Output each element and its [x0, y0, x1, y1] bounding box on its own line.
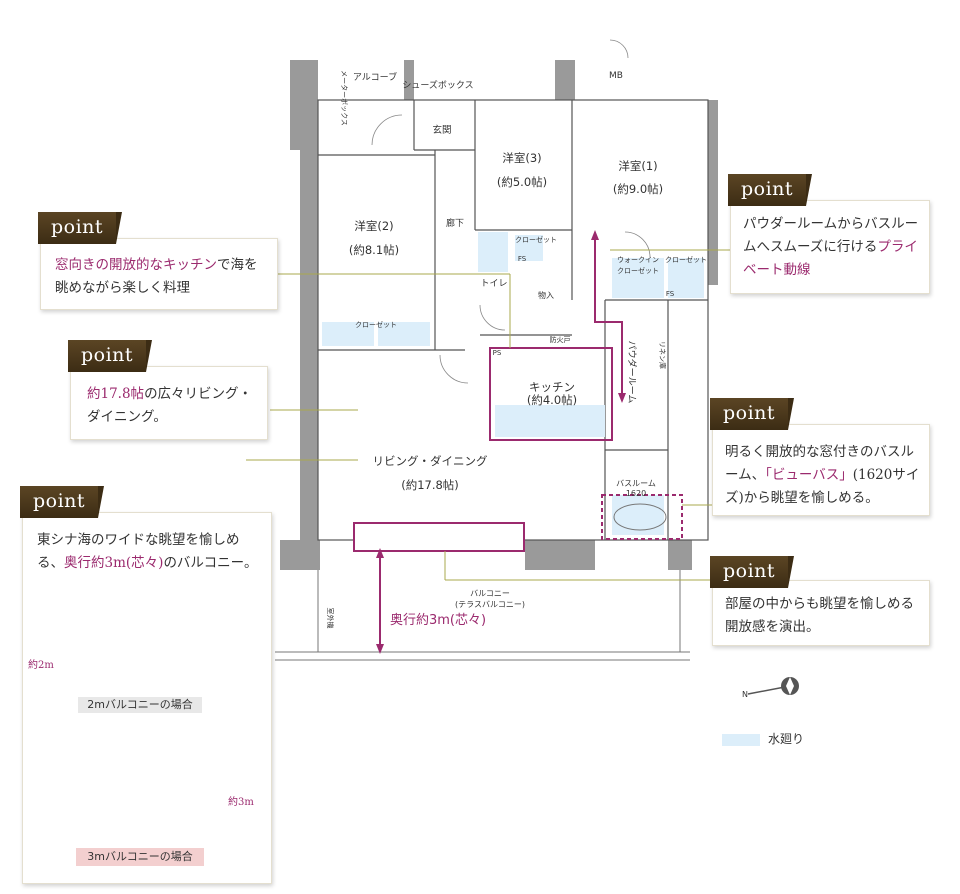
point-badge-balcony: point [20, 486, 104, 518]
point-badge-route: point [728, 174, 812, 206]
label-closet-3: クローゼット [515, 235, 557, 244]
bathtub [613, 503, 667, 531]
label-west2-name: 洋室(2) [354, 219, 393, 233]
label-hallway: 廊下 [446, 217, 464, 229]
label-kitchen-size: (約4.0帖) [527, 393, 577, 407]
label-west2-size: (約8.1帖) [349, 243, 399, 257]
leader-lines [246, 249, 730, 581]
point-card-living: 約17.8帖の広々リビング・ダイニング。 [70, 366, 268, 440]
label-meter-box: メーターボックス [340, 70, 349, 126]
label-bathroom-size: 1620 [626, 489, 646, 498]
label-living-name: リビング・ダイニング [373, 454, 488, 468]
point-badge-bath: point [710, 398, 794, 430]
interior-walls [317, 99, 709, 541]
label-ps: PS [493, 349, 502, 357]
label-kitchen-name: キッチン [529, 380, 575, 394]
label-2m: 約2m [28, 660, 54, 671]
point-card-view: 部屋の中からも眺望を愉しめる開放感を演出。 [712, 580, 930, 646]
label-outdoor-unit: 室外機 [326, 608, 335, 629]
balcony-rails [275, 570, 690, 661]
bathroom-highlight [601, 494, 683, 540]
caption-2m: 2mバルコニーの場合 [78, 697, 202, 713]
window-highlight [353, 522, 525, 552]
caption-3m: 3mバルコニーの場合 [76, 848, 204, 866]
label-3m: 約3m [228, 797, 254, 808]
compass-icon [747, 677, 799, 695]
label-toilet: トイレ [480, 279, 507, 289]
point-badge-living: point [68, 340, 152, 372]
label-storage: 物入 [538, 290, 554, 300]
label-mb: MB [609, 71, 623, 81]
label-fs-1: FS [518, 255, 527, 263]
private-route-arrow [594, 240, 623, 395]
point-card-kitchen: 窓向きの開放的なキッチンで海を眺めながら楽しく料理 [40, 238, 278, 310]
label-alcove: アルコーブ [353, 71, 397, 83]
water-legend-swatch [722, 734, 760, 746]
label-closet-1: クローゼット [665, 255, 707, 264]
exterior-walls [280, 60, 718, 570]
water-legend-label: 水廻り [768, 732, 805, 746]
label-living-size: (約17.8帖) [401, 478, 459, 492]
point-card-route: パウダールームからバスルームへスムーズに行けるプライベート動線 [730, 200, 930, 294]
label-powder-room: パウダールーム [626, 341, 638, 404]
label-entrance: 玄関 [432, 124, 451, 136]
label-west1-name: 洋室(1) [618, 159, 657, 173]
label-walkin-1: ウォークイン [617, 256, 659, 264]
label-bathroom-name: バスルーム [616, 479, 656, 488]
label-fs-2: FS [666, 290, 675, 298]
label-walkin-2: クローゼット [617, 266, 659, 275]
label-linen: リネン庫 [658, 341, 667, 369]
point-badge-view: point [710, 556, 794, 588]
label-closet-2: クローゼット [355, 320, 397, 329]
label-west1-size: (約9.0帖) [613, 182, 663, 196]
label-balcony-2: (テラスバルコニー) [455, 600, 525, 609]
compass-label: N [742, 690, 748, 699]
kitchen-highlight [489, 347, 613, 441]
point-card-bath: 明るく開放的な窓付きのバスルーム、「ビューバス」(1620サイズ)から眺望を愉し… [712, 424, 930, 516]
label-west3-size: (約5.0帖) [497, 175, 547, 189]
label-depth: 奥行約3m(芯々) [390, 613, 486, 628]
water-areas [322, 232, 704, 535]
door-swings [371, 39, 651, 384]
point-badge-kitchen: point [38, 212, 122, 244]
label-shoes-box: シューズボックス [402, 79, 473, 91]
label-balcony-1: バルコニー [470, 589, 510, 598]
label-west3-name: 洋室(3) [502, 151, 541, 165]
label-fire-door: 防火戸 [550, 335, 571, 344]
